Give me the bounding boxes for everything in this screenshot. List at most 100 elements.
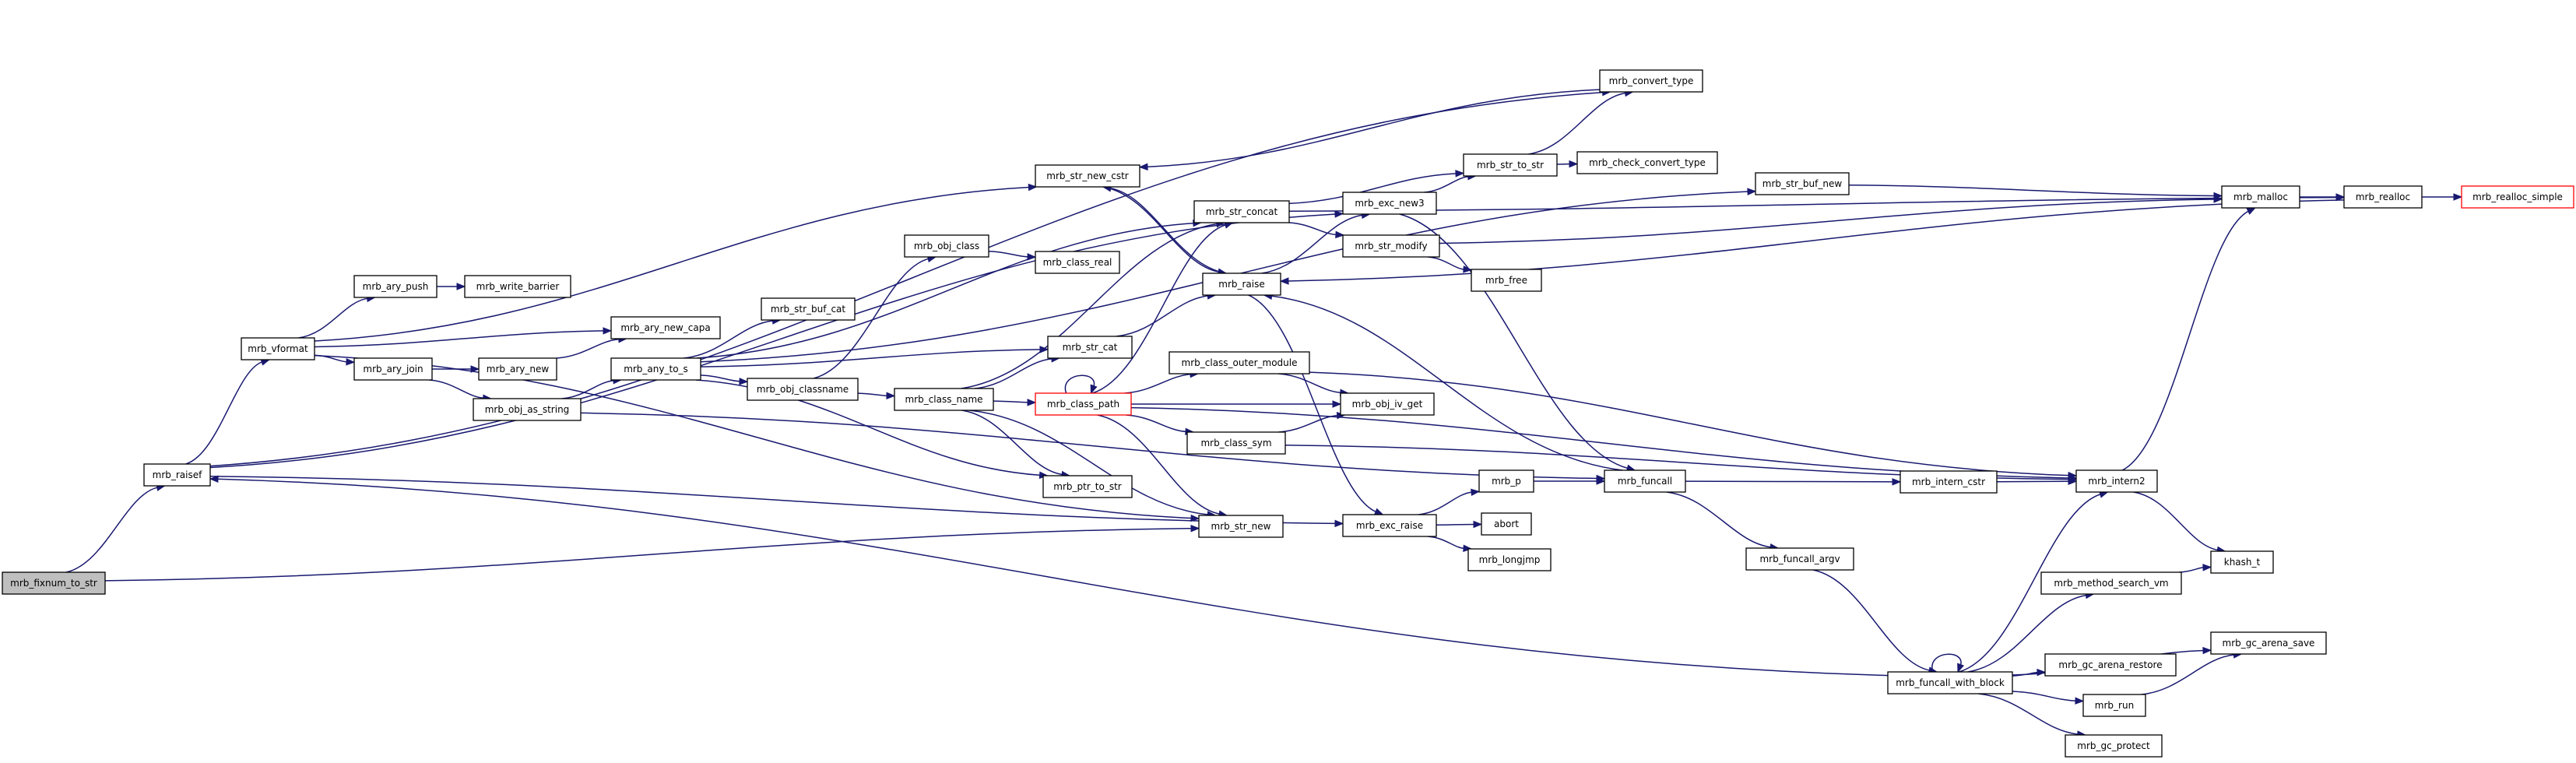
edge-mrb-raisef-to-mrb-vformat	[185, 358, 271, 465]
node-label: mrb_realloc	[2356, 192, 2410, 202]
node-mrb-intern2[interactable]: mrb_intern2	[2075, 469, 2158, 493]
node-mrb-exc-new3[interactable]: mrb_exc_new3	[1342, 192, 1437, 215]
node-mrb-raisef[interactable]: mrb_raisef	[143, 463, 211, 487]
node-box	[894, 388, 994, 411]
edge-mrb-str-concat-to-mrb-realloc	[1288, 193, 2346, 212]
node-mrb-gc-protect[interactable]: mrb_gc_protect	[2065, 734, 2163, 758]
node-box	[1035, 251, 1120, 274]
node-abort[interactable]: abort	[1481, 512, 1532, 536]
edge-mrb-str-new-cstr-to-mrb-raise	[1102, 186, 1228, 276]
node-mrb-obj-class[interactable]: mrb_obj_class	[904, 234, 989, 258]
node-mrb-run[interactable]: mrb_run	[2082, 694, 2146, 717]
node-box	[2075, 469, 2158, 493]
node-mrb-ary-new[interactable]: mrb_ary_new	[478, 357, 557, 381]
edge-mrb-str-modify-to-mrb-free-arrowhead	[1463, 265, 1473, 273]
edge-mrb-ary-push-to-mrb-write-barrier-arrowhead	[456, 283, 466, 290]
node-mrb-free[interactable]: mrb_free	[1471, 269, 1542, 292]
node-mrb-longjmp[interactable]: mrb_longjmp	[1467, 548, 1552, 571]
edge-mrb-p-to-mrb-funcall-arrowhead	[1596, 477, 1606, 485]
edge-mrb-realloc-to-mrb-realloc-simple-arrowhead	[2453, 193, 2463, 201]
edge-mrb-exc-raise-to-abort	[1436, 520, 1483, 529]
edge-mrb-obj-class-to-mrb-class-real	[988, 251, 1037, 261]
edge-mrb-intern2-to-mrb-malloc-line	[2121, 210, 2250, 471]
node-label: mrb_longjmp	[1479, 554, 1541, 565]
node-label: mrb_str_modify	[1355, 241, 1427, 251]
node-mrb-obj-classname[interactable]: mrb_obj_classname	[747, 378, 859, 401]
node-mrb-vformat[interactable]: mrb_vformat	[241, 337, 315, 360]
edge-mrb-str-concat-to-mrb-str-modify-arrowhead	[1335, 230, 1345, 239]
edge-mrb-funcall-with-block-to-mrb-raisef-line	[216, 478, 1889, 677]
node-mrb-class-name[interactable]: mrb_class_name	[894, 388, 994, 411]
node-box	[353, 357, 433, 381]
node-mrb-gc-arena-restore[interactable]: mrb_gc_arena_restore	[2044, 653, 2177, 677]
node-mrb-funcall-with-block[interactable]: mrb_funcall_with_block	[1887, 671, 2013, 694]
node-mrb-ptr-to-str[interactable]: mrb_ptr_to_str	[1042, 475, 1133, 498]
edge-mrb-str-buf-new-to-mrb-malloc-line	[1848, 184, 2216, 197]
edge-mrb-fixnum-to-str-to-mrb-str-new	[104, 524, 1200, 582]
node-mrb-obj-as-string[interactable]: mrb_obj_as_string	[473, 398, 582, 421]
node-mrb-method-search-vm[interactable]: mrb_method_search_vm	[2040, 571, 2182, 595]
edge-mrb-obj-as-string-to-mrb-any-to-s-line	[561, 379, 615, 399]
edge-mrb-str-modify-to-mrb-malloc	[1439, 195, 2223, 244]
node-mrb-any-to-s[interactable]: mrb_any_to_s	[610, 357, 701, 381]
edge-mrb-obj-as-string-to-mrb-funcall-line	[580, 412, 1598, 480]
edge-mrb-class-name-to-mrb-class-path-line	[993, 400, 1029, 403]
node-mrb-class-real[interactable]: mrb_class_real	[1035, 251, 1120, 274]
edge-mrb-raisef-to-mrb-exc-raise-arrowhead	[1334, 519, 1344, 528]
node-mrb-p[interactable]: mrb_p	[1478, 469, 1534, 493]
node-mrb-obj-iv-get[interactable]: mrb_obj_iv_get	[1340, 392, 1435, 416]
node-mrb-class-path[interactable]: mrb_class_path	[1035, 392, 1132, 416]
node-mrb-str-new-cstr[interactable]: mrb_str_new_cstr	[1035, 164, 1140, 188]
edge-mrb-str-modify-to-mrb-malloc-line	[1439, 199, 2216, 244]
edge-mrb-convert-type-to-mrb-str-new-cstr-line	[1146, 89, 1601, 168]
node-mrb-str-concat[interactable]: mrb_str_concat	[1193, 200, 1290, 223]
node-mrb-funcall-argv[interactable]: mrb_funcall_argv	[1745, 547, 1854, 571]
node-label: mrb_obj_as_string	[485, 404, 570, 415]
node-label: mrb_str_buf_cat	[771, 304, 846, 315]
node-label: mrb_any_to_s	[624, 364, 688, 374]
node-mrb-write-barrier[interactable]: mrb_write_barrier	[464, 275, 571, 298]
node-mrb-str-cat[interactable]: mrb_str_cat	[1047, 336, 1133, 359]
node-mrb-fixnum-to-str[interactable]: mrb_fixnum_to_str	[2, 571, 106, 595]
edge-mrb-exc-new3-to-mrb-funcall-line	[1399, 213, 1629, 469]
edge-mrb-vformat-to-mrb-str-new-cstr-line	[314, 186, 1030, 342]
node-mrb-exc-raise[interactable]: mrb_exc_raise	[1342, 514, 1437, 537]
node-mrb-realloc[interactable]: mrb_realloc	[2343, 185, 2423, 209]
node-mrb-gc-arena-save[interactable]: mrb_gc_arena_save	[2210, 631, 2327, 655]
node-mrb-realloc-simple[interactable]: mrb_realloc_simple	[2461, 185, 2574, 209]
node-mrb-class-sym[interactable]: mrb_class_sym	[1186, 431, 1286, 455]
node-mrb-str-to-str[interactable]: mrb_str_to_str	[1463, 153, 1558, 177]
node-khash-t[interactable]: khash_t	[2210, 550, 2274, 574]
edge-mrb-raisef-to-mrb-convert-type-line	[209, 91, 1604, 467]
node-mrb-check-convert-type[interactable]: mrb_check_convert_type	[1576, 151, 1718, 174]
node-mrb-class-outer-module[interactable]: mrb_class_outer_module	[1169, 351, 1310, 374]
edge-mrb-funcall-to-mrb-funcall-argv-line	[1666, 491, 1772, 548]
node-mrb-raise[interactable]: mrb_raise	[1202, 272, 1281, 296]
node-mrb-intern-cstr[interactable]: mrb_intern_cstr	[1899, 470, 1998, 494]
edge-mrb-raisef-to-mrb-exc-raise	[209, 476, 1344, 528]
edge-mrb-vformat-to-mrb-str-new-arrowhead	[1190, 514, 1200, 522]
node-box	[2343, 185, 2423, 209]
node-mrb-funcall[interactable]: mrb_funcall	[1604, 469, 1686, 493]
node-mrb-str-new[interactable]: mrb_str_new	[1198, 515, 1284, 538]
node-mrb-str-buf-new[interactable]: mrb_str_buf_new	[1755, 172, 1850, 195]
node-label: mrb_gc_protect	[2077, 740, 2150, 751]
node-box	[1193, 200, 1290, 223]
edge-mrb-funcall-with-block-to-mrb-gc-arena-restore-arrowhead	[2037, 668, 2047, 677]
node-label: mrb_raisef	[153, 469, 202, 480]
edge-mrb-vformat-to-mrb-str-new-cstr-arrowhead	[1028, 183, 1038, 192]
node-label: mrb_malloc	[2233, 192, 2288, 202]
node-mrb-convert-type[interactable]: mrb_convert_type	[1599, 69, 1703, 93]
node-mrb-ary-push[interactable]: mrb_ary_push	[353, 275, 438, 298]
node-label: mrb_obj_class	[914, 241, 979, 251]
node-mrb-malloc[interactable]: mrb_malloc	[2221, 185, 2300, 209]
node-box	[1481, 512, 1532, 536]
node-mrb-str-modify[interactable]: mrb_str_modify	[1342, 234, 1440, 258]
node-mrb-ary-join[interactable]: mrb_ary_join	[353, 357, 433, 381]
node-mrb-str-buf-cat[interactable]: mrb_str_buf_cat	[761, 297, 856, 321]
edge-mrb-class-name-to-mrb-class-path	[993, 399, 1037, 406]
node-mrb-ary-new-capa[interactable]: mrb_ary_new_capa	[610, 316, 721, 339]
edge-mrb-funcall-with-block-to-mrb-method-search-vm-line	[1967, 594, 2087, 673]
edge-mrb-exc-raise-to-mrb-p-line	[1418, 491, 1473, 515]
edge-mrb-class-outer-module-to-mrb-obj-iv-get-line	[1278, 373, 1341, 394]
